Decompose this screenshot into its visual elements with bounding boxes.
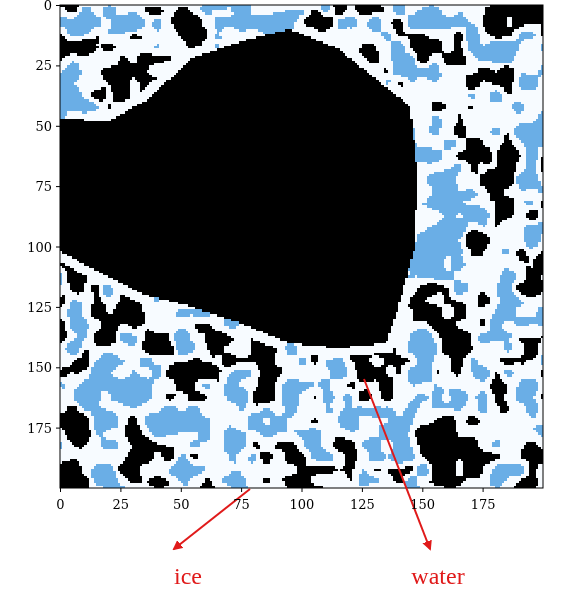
tick-label: 175 [471, 498, 496, 511]
axes-spine [60, 5, 543, 488]
tick-label: 25 [113, 498, 130, 511]
callout-label: water [411, 564, 464, 588]
tick-label: 175 [27, 422, 52, 435]
leader-arrow [364, 379, 430, 549]
tick-label: 0 [56, 498, 64, 511]
tick-label: 50 [173, 498, 190, 511]
tick-label: 150 [410, 498, 435, 511]
tick-label: 0 [44, 0, 52, 12]
tick-label: 150 [27, 361, 52, 374]
tick-label: 100 [27, 241, 52, 254]
tick-label: 25 [35, 59, 52, 72]
tick-label: 125 [350, 498, 375, 511]
tick-label: 100 [290, 498, 315, 511]
tick-label: 75 [35, 180, 52, 193]
tick-label: 125 [27, 301, 52, 314]
tick-marks [56, 6, 483, 493]
tick-label: 75 [233, 498, 250, 511]
tick-label: 50 [35, 120, 52, 133]
callout-label: ice [174, 564, 202, 588]
segmentation-map [60, 5, 543, 488]
